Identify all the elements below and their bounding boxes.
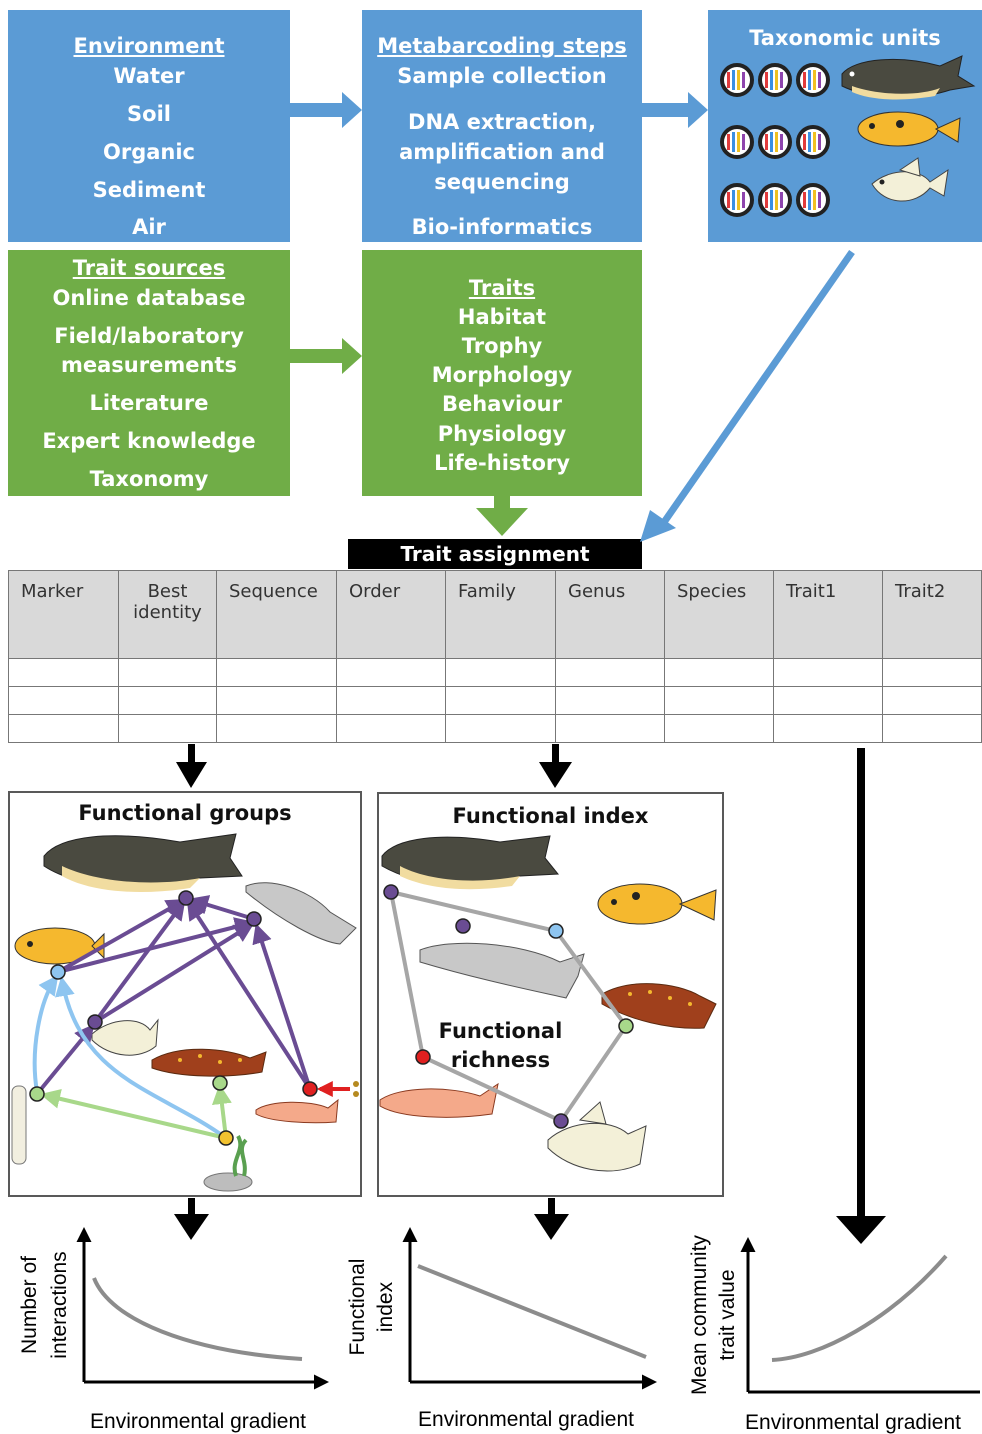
y-axis-label: Number of: [18, 1256, 41, 1354]
metabarcoding-step: DNA extraction,: [408, 110, 596, 134]
column-header-species: Species: [664, 570, 774, 659]
functional-groups-title: Functional groups: [78, 801, 292, 825]
y-axis-label: interactions: [48, 1251, 71, 1358]
trait-item: Behaviour: [442, 392, 562, 416]
arrow-sources-to-traits: [284, 338, 362, 374]
traits-box: Traits Habitat Trophy Morphology Behavio…: [362, 250, 642, 496]
column-header-family: Family: [445, 570, 556, 659]
environment-item: Water: [113, 64, 185, 88]
trait-item: Trophy: [461, 334, 543, 358]
y-axis-label: Mean community: [688, 1235, 711, 1395]
table-row: [8, 714, 982, 743]
trait-sources-title: Trait sources: [72, 256, 226, 280]
trend-line: [92, 1277, 303, 1361]
x-axis-label: Environmental gradient: [418, 1408, 634, 1431]
column-header-marker: Marker: [8, 570, 119, 659]
x-axis-label: Environmental gradient: [745, 1411, 961, 1434]
arrow-environment-to-metabarcoding: [284, 92, 362, 128]
traits-title: Traits: [468, 276, 536, 300]
trait-source-item: Expert knowledge: [42, 429, 256, 453]
x-axis-label: Environmental gradient: [90, 1410, 306, 1433]
arrow-table-to-functional-index: [539, 744, 572, 788]
trait-source-item: Taxonomy: [89, 467, 209, 491]
functional-richness-label-2: richness: [450, 1048, 551, 1072]
environment-item: Organic: [102, 140, 195, 164]
column-header-trait2: Trait2: [882, 570, 982, 659]
environment-title: Environment: [73, 34, 225, 58]
functional-index-title: Functional index: [452, 804, 649, 828]
environment-item: Soil: [127, 102, 171, 126]
trait-sources-box: Trait sources Online database Field/labo…: [8, 250, 290, 496]
functional-groups-panel: Functional groups: [8, 791, 362, 1197]
metabarcoding-step: Sample collection: [397, 64, 607, 88]
functional-index-panel: Functional index Functional richness: [377, 792, 724, 1197]
environment-item: Sediment: [92, 178, 206, 202]
functional-richness-label-1: Functional: [438, 1019, 563, 1043]
trait-assignment-label: Trait assignment: [348, 539, 642, 569]
trait-source-item: measurements: [61, 353, 237, 377]
trait-source-item: Field/laboratory: [54, 324, 244, 348]
column-header-order: Order: [336, 570, 446, 659]
trend-line: [417, 1264, 647, 1359]
y-axis-label: index: [374, 1281, 397, 1332]
metabarcoding-box: Metabarcoding steps Sample collection DN…: [362, 10, 642, 242]
trait-item: Life-history: [434, 451, 570, 475]
arrow-groups-to-graph: [174, 1198, 209, 1240]
trait-source-item: Online database: [52, 286, 246, 310]
graph-trait-value: Mean community trait value Environmental…: [688, 1235, 980, 1434]
y-axis-label: trait value: [716, 1269, 739, 1360]
arrow-table-to-functional-groups: [176, 744, 207, 788]
trait-source-item: Literature: [89, 391, 209, 415]
graph-functional-index: Functional index Environmental gradient: [346, 1227, 657, 1431]
column-header-best-identity: Best identity: [118, 570, 217, 659]
column-header-sequence: Sequence: [216, 570, 337, 659]
arrow-index-to-graph: [534, 1198, 569, 1240]
taxonomic-units-box: Taxonomic units: [708, 10, 982, 242]
arrow-table-to-trait-graph: [836, 748, 886, 1244]
trait-assignment-table: Marker Best identity Sequence Order Fami…: [8, 570, 982, 743]
y-axis-label: Functional: [346, 1259, 369, 1356]
metabarcoding-step: Bio-informatics: [411, 215, 593, 239]
trend-line: [771, 1254, 948, 1362]
column-header-trait1: Trait1: [773, 570, 883, 659]
metabarcoding-title: Metabarcoding steps: [377, 34, 627, 58]
trait-item: Habitat: [457, 305, 547, 329]
graph-interactions: Number of interactions Environmental gra…: [18, 1227, 329, 1433]
column-header-genus: Genus: [555, 570, 665, 659]
table-row: [8, 686, 982, 715]
arrow-taxonomic-to-assignment: [640, 250, 855, 542]
trait-item: Morphology: [431, 363, 573, 387]
trait-item: Physiology: [437, 422, 567, 446]
environment-item: Air: [132, 215, 166, 239]
metabarcoding-step: sequencing: [434, 170, 570, 194]
taxonomic-units-title: Taxonomic units: [749, 26, 941, 50]
environment-box: Environment Water Soil Organic Sediment …: [8, 10, 290, 242]
metabarcoding-step: amplification and: [399, 140, 605, 164]
table-row: [8, 658, 982, 687]
